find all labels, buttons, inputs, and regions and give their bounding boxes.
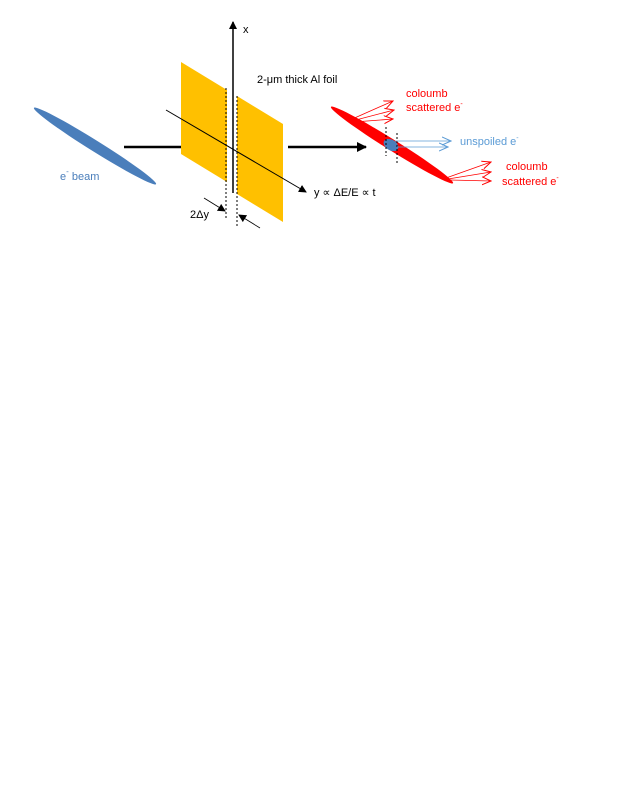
gap-arrow-left [203, 197, 226, 212]
beam-label: e- beam [60, 167, 99, 183]
scatter-bottom-label-line1: coloumb [506, 161, 548, 173]
incoming-beam [33, 107, 157, 185]
y-relation-label: y ∝ ΔE/E ∝ t [314, 187, 376, 199]
gap-label: 2Δy [190, 209, 209, 221]
unspoiled-label: unspoiled e- [460, 135, 519, 148]
scatter-top-label-line1: coloumb [406, 88, 448, 100]
scatter-top-label-line2: scattered e- [406, 101, 463, 114]
upper-scattered-arrows [349, 101, 394, 122]
y-axis-line [165, 109, 307, 193]
x-axis-label: x [243, 24, 249, 36]
foil-plate-right [237, 96, 283, 222]
unspoiled-core [383, 138, 399, 152]
gap-arrow-right [238, 214, 261, 229]
foil-label: 2-μm thick Al foil [257, 74, 337, 86]
scatter-bottom-label-line2: scattered e- [502, 175, 559, 188]
foil-plate-left [181, 62, 227, 182]
lower-scattered-arrows [445, 162, 491, 181]
unspoiled-arrows [395, 141, 451, 147]
